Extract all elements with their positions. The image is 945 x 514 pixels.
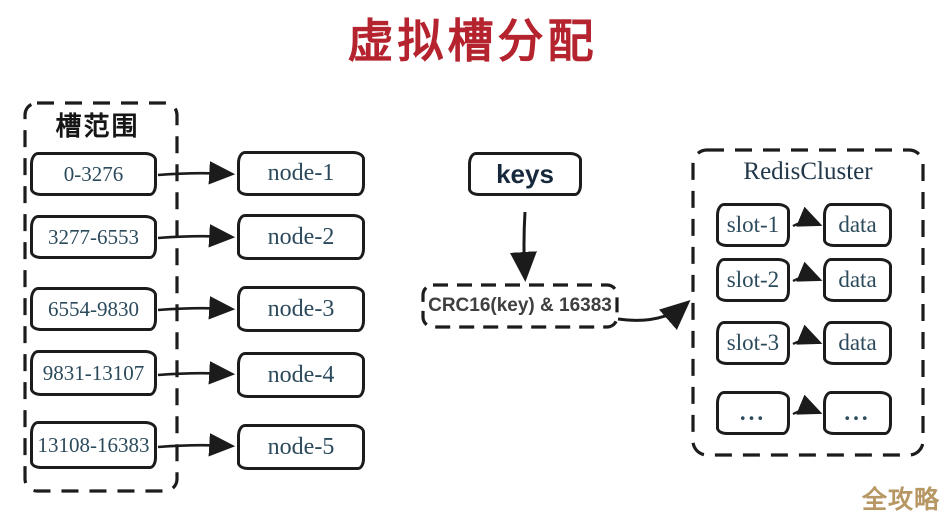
arrow-range1-node1 — [157, 161, 236, 185]
watermark: 全攻略 — [862, 486, 941, 514]
crc-box-border — [421, 283, 619, 329]
slot-box-3: slot-3 — [716, 321, 790, 365]
arrow-slot2-data — [792, 261, 823, 283]
arrow-slot-etc-data — [792, 394, 823, 416]
node-box-2: node-2 — [237, 214, 365, 260]
slot-range-box-5: 13108-16383 — [30, 421, 157, 469]
slot-box-2: slot-2 — [716, 258, 790, 302]
arrow-range3-node3 — [157, 296, 236, 320]
slot-range-box-3: 6554-9830 — [30, 287, 157, 331]
arrow-slot1-data — [792, 206, 823, 228]
arrow-crc-cluster — [617, 300, 691, 330]
slot-range-box-4: 9831-13107 — [30, 350, 157, 396]
node-box-1: node-1 — [237, 151, 365, 196]
slot-box-1: slot-1 — [716, 203, 790, 247]
arrow-slot3-data — [792, 324, 823, 346]
data-box-etc: ... — [823, 391, 892, 435]
slot-range-box-1: 0-3276 — [30, 152, 157, 196]
arrow-keys-crc — [509, 211, 537, 282]
redis-cluster-container-border — [691, 148, 925, 457]
slot-range-box-2: 3277-6553 — [30, 215, 157, 259]
slot-range-panel-label: 槽范围 — [55, 111, 140, 141]
arrow-range4-node4 — [157, 361, 236, 385]
slot-range-container-border — [23, 101, 179, 493]
page-title: 虚拟槽分配 — [347, 15, 598, 67]
arrow-range2-node2 — [157, 224, 236, 248]
keys-box: keys — [468, 152, 582, 196]
data-box-2: data — [823, 258, 892, 302]
node-box-3: node-3 — [237, 286, 365, 332]
data-box-1: data — [823, 203, 892, 247]
arrow-range5-node5 — [157, 433, 236, 457]
crc-formula: CRC16(key) & 16383 — [428, 295, 612, 316]
node-box-5: node-5 — [237, 424, 365, 470]
redis-cluster-label: RedisCluster — [743, 158, 873, 185]
node-box-4: node-4 — [237, 352, 365, 398]
data-box-3: data — [823, 321, 892, 365]
slot-box-etc: ... — [716, 391, 790, 435]
